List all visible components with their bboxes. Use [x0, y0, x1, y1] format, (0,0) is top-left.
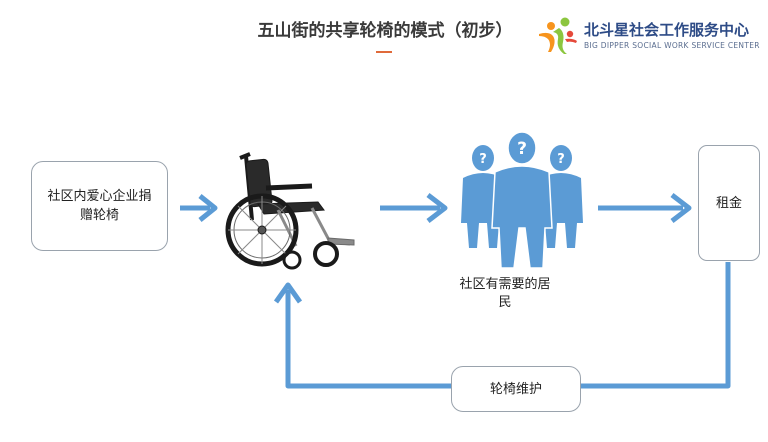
logo-figure-red	[565, 38, 577, 43]
wheelchair-armrest	[265, 183, 313, 191]
donor-box: 社区内爱心企业捐赠轮椅	[31, 161, 168, 251]
question-mark-center: ?	[517, 139, 527, 159]
logo-name-en: BIG DIPPER SOCIAL WORK SERVICE CENTER	[584, 41, 760, 50]
rent-label: 租金	[715, 195, 742, 211]
logo-head-green	[560, 17, 570, 27]
wheelchair-icon	[225, 152, 355, 270]
title-underline	[376, 51, 392, 53]
arrow-wheelchair-to-residents	[380, 193, 448, 223]
logo-figure-green	[553, 28, 567, 54]
arrow-donor-to-wheelchair	[180, 194, 218, 222]
wheelchair-hub	[257, 225, 267, 235]
question-mark-right: ?	[557, 152, 565, 167]
logo-name-cn: 北斗星社会工作服务中心	[584, 21, 750, 39]
residents-label: 社区有需要的居民	[459, 277, 551, 310]
maintenance-box: 轮椅维护	[451, 366, 581, 412]
arrow-rent-to-maintenance	[581, 262, 731, 389]
logo-figure-orange	[539, 32, 555, 52]
arrow-maintenance-to-wheelchair	[273, 282, 451, 389]
logo-icon	[539, 17, 577, 54]
people-question-icon: ? ? ?	[461, 131, 583, 269]
rent-box: 租金	[698, 145, 760, 261]
wheelchair-handle	[239, 152, 251, 160]
wheelchair-front-wheel	[313, 241, 339, 267]
logo-head-orange	[547, 22, 555, 30]
logo-head-red	[566, 30, 574, 38]
page-title: 五山街的共享轮椅的模式（初步）	[257, 21, 513, 41]
arrow-residents-to-rent	[598, 193, 692, 223]
person-center	[491, 131, 553, 269]
question-mark-left: ?	[479, 152, 487, 167]
maintenance-label: 轮椅维护	[489, 381, 542, 397]
donor-label: 社区内爱心企业捐赠轮椅	[47, 189, 152, 223]
wheelchair-rear-caster	[282, 250, 302, 270]
